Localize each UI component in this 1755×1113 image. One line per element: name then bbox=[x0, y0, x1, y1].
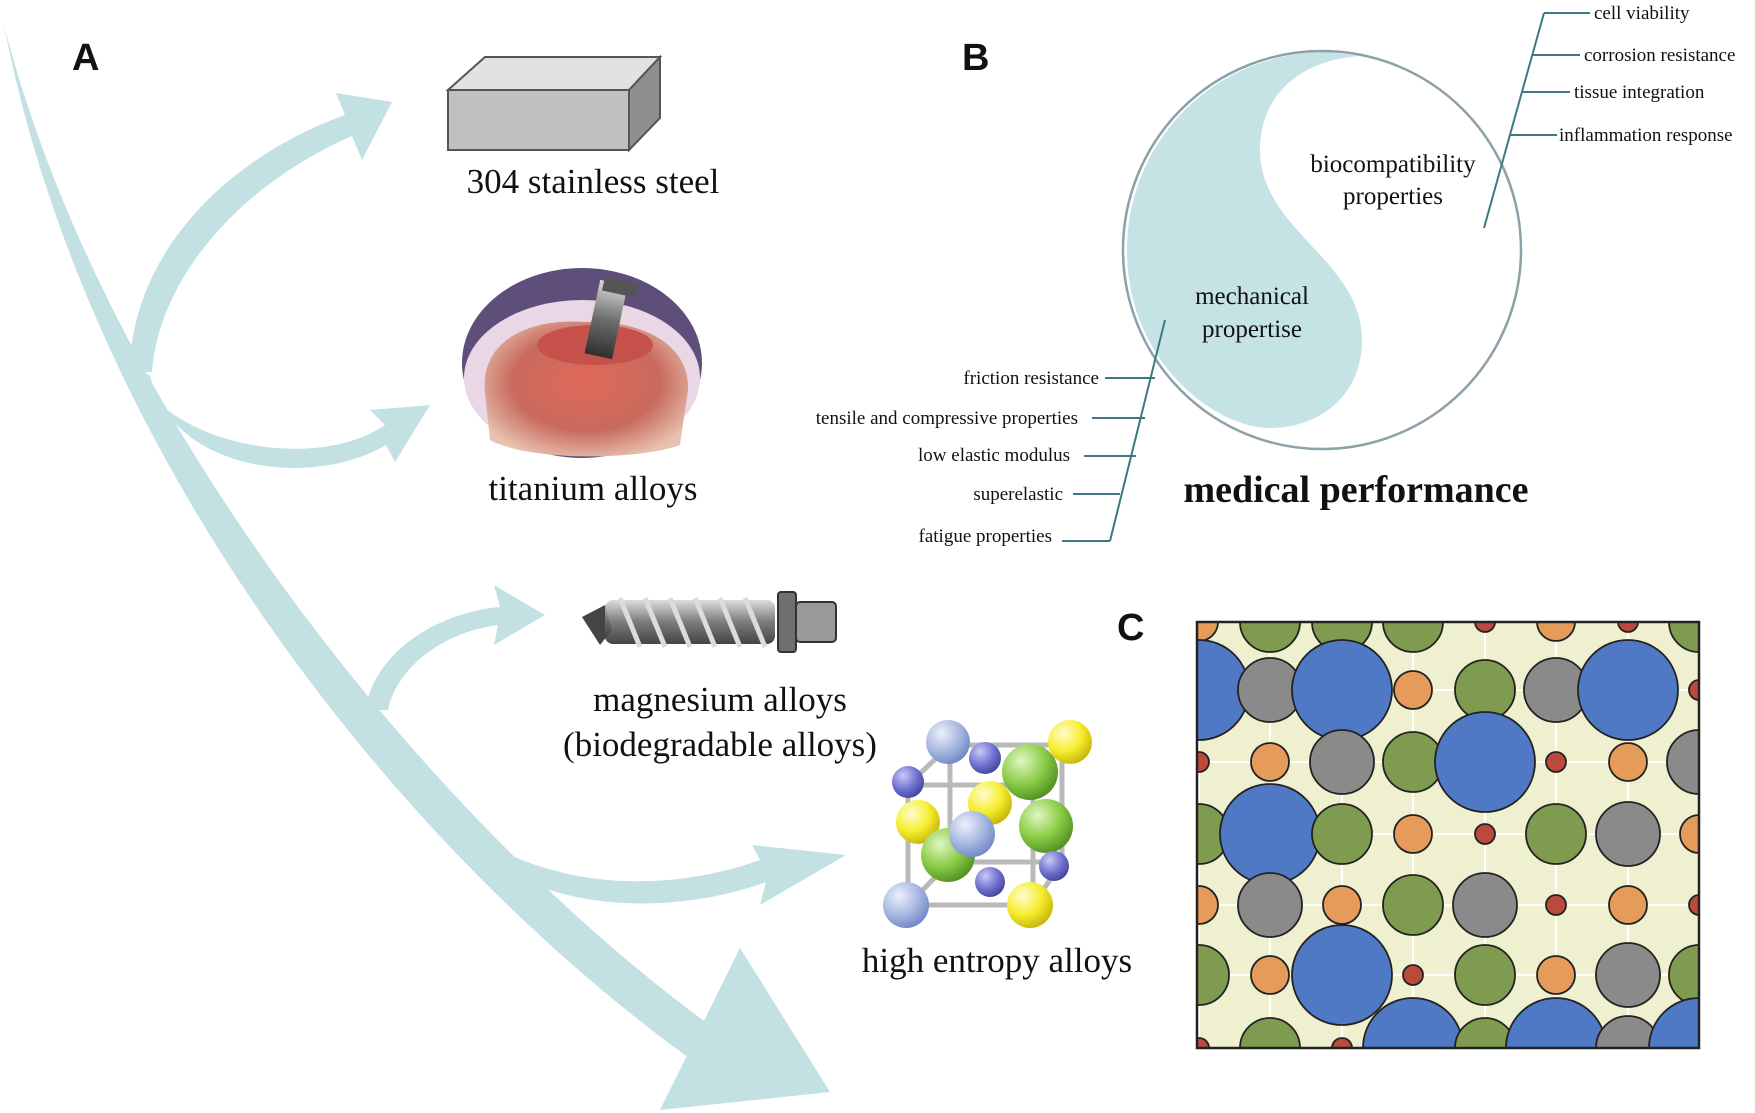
atom-orange bbox=[1250, 955, 1290, 995]
atom-small-red bbox=[1688, 894, 1699, 916]
high-entropy-lattice-illustration bbox=[883, 720, 1092, 928]
atom-green bbox=[1197, 944, 1230, 1006]
biocompatibility-label-line2: properties bbox=[1343, 183, 1443, 210]
magnesium-screw-illustration bbox=[582, 591, 837, 653]
atom-orange bbox=[1536, 622, 1576, 642]
atom-small-red bbox=[1197, 751, 1210, 773]
atom-orange bbox=[1393, 814, 1433, 854]
atom-green bbox=[1454, 1017, 1516, 1048]
atom-large-blue bbox=[1197, 639, 1250, 741]
atom-orange bbox=[1679, 814, 1699, 854]
panel-a-label: A bbox=[72, 37, 99, 79]
atom-small-red bbox=[1197, 1037, 1210, 1048]
atom-orange bbox=[1536, 955, 1576, 995]
titanium-implant-photo bbox=[462, 268, 702, 458]
atom-large-blue bbox=[1577, 639, 1679, 741]
atom-gray bbox=[1237, 872, 1303, 938]
magnesium-label-line2: (biodegradable alloys) bbox=[563, 725, 877, 764]
panel-c-label: C bbox=[1117, 607, 1144, 649]
atom-small-red bbox=[1474, 622, 1496, 633]
bio-prop-corrosion-resistance: corrosion resistance bbox=[1584, 45, 1735, 66]
atom-green bbox=[1382, 874, 1444, 936]
atom-small-red bbox=[1402, 964, 1424, 986]
atom-orange bbox=[1393, 670, 1433, 710]
bio-prop-tissue-integration: tissue integration bbox=[1574, 82, 1705, 103]
evolution-arrows bbox=[4, 25, 846, 1110]
mech-prop-fatigue: fatigue properties bbox=[919, 526, 1052, 547]
arrow-to-high-entropy bbox=[500, 845, 846, 905]
atom-large-blue bbox=[1648, 997, 1699, 1048]
mech-prop-friction-resistance: friction resistance bbox=[963, 368, 1099, 389]
atom-green bbox=[1311, 803, 1373, 865]
atom-gray bbox=[1595, 942, 1661, 1008]
atom-gray bbox=[1309, 729, 1375, 795]
lattice-border bbox=[1195, 620, 1701, 1050]
atom-large-blue bbox=[1505, 997, 1607, 1048]
mech-prop-superelastic: superelastic bbox=[973, 484, 1063, 505]
atom-large-blue bbox=[1291, 639, 1393, 741]
magnesium-label-line1: magnesium alloys bbox=[593, 680, 847, 719]
atom-small-red bbox=[1545, 894, 1567, 916]
atom-small-red bbox=[1617, 622, 1639, 633]
arrow-to-titanium bbox=[135, 375, 430, 468]
steel-block-illustration bbox=[445, 54, 663, 153]
atom-green bbox=[1525, 803, 1587, 865]
biocompatibility-label-line1: biocompatibility bbox=[1310, 151, 1476, 178]
atom-orange bbox=[1250, 742, 1290, 782]
mechanical-leader-lines bbox=[1062, 319, 1166, 542]
performance-circle-outline bbox=[1121, 49, 1523, 451]
atom-green bbox=[1668, 622, 1699, 653]
atom-green bbox=[1668, 944, 1699, 1006]
mechanical-label-line1: mechanical bbox=[1195, 283, 1309, 310]
atom-green bbox=[1382, 731, 1444, 793]
atom-gray bbox=[1595, 801, 1661, 867]
bio-prop-cell-viability: cell viability bbox=[1594, 3, 1690, 24]
atom-large-blue bbox=[1434, 711, 1536, 813]
atom-gray bbox=[1666, 729, 1699, 795]
biocompatibility-properties-list: cell viability corrosion resistance tiss… bbox=[1559, 3, 1735, 146]
titanium-label: titanium alloys bbox=[488, 469, 697, 508]
bio-prop-inflammation-response: inflammation response bbox=[1559, 125, 1733, 146]
atom-large-blue bbox=[1291, 924, 1393, 1026]
lattice-atoms bbox=[1197, 622, 1699, 1048]
atom-green bbox=[1454, 659, 1516, 721]
atom-green bbox=[1239, 1017, 1301, 1048]
atom-green bbox=[1382, 622, 1444, 653]
atom-large-blue bbox=[1219, 783, 1321, 885]
atom-green bbox=[1239, 622, 1301, 653]
main-arrow-head bbox=[660, 948, 830, 1110]
atom-small-red bbox=[1474, 823, 1496, 845]
steel-label: 304 stainless steel bbox=[467, 162, 720, 201]
atom-small-red bbox=[1688, 679, 1699, 701]
performance-yin-yang bbox=[1121, 49, 1523, 451]
arrow-to-steel bbox=[130, 93, 392, 372]
atom-green bbox=[1454, 944, 1516, 1006]
mech-prop-tensile-compressive: tensile and compressive properties bbox=[816, 408, 1078, 429]
mechanical-region bbox=[1127, 52, 1362, 428]
atom-orange bbox=[1197, 885, 1219, 925]
arrow-to-magnesium bbox=[365, 585, 545, 710]
panel-b-label: B bbox=[962, 37, 989, 79]
mechanical-properties-list: friction resistance tensile and compress… bbox=[816, 368, 1099, 547]
mech-prop-low-elastic-modulus: low elastic modulus bbox=[918, 445, 1070, 466]
atom-orange bbox=[1322, 885, 1362, 925]
biocompatibility-leader-lines bbox=[1483, 12, 1590, 229]
solid-solution-lattice bbox=[1195, 620, 1701, 1050]
atom-orange bbox=[1608, 885, 1648, 925]
atom-orange bbox=[1608, 742, 1648, 782]
atom-gray bbox=[1452, 872, 1518, 938]
atom-gray bbox=[1595, 1015, 1661, 1048]
atom-small-red bbox=[1545, 751, 1567, 773]
high-entropy-label: high entropy alloys bbox=[862, 941, 1132, 980]
atom-large-blue bbox=[1362, 997, 1464, 1048]
mechanical-label-line2: propertise bbox=[1202, 316, 1302, 343]
medical-performance-title: medical performance bbox=[1183, 469, 1528, 511]
atom-small-red bbox=[1331, 1037, 1353, 1048]
